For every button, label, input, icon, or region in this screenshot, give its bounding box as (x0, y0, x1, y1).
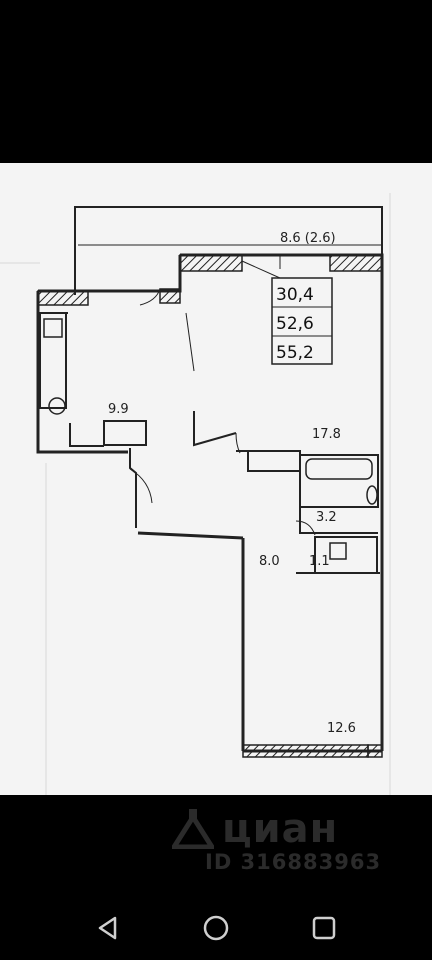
bath-area-label: 3.2 (316, 510, 337, 525)
area-total: 52,6 (276, 314, 314, 334)
bedroom-area-label: 12.6 (327, 721, 356, 736)
floor-plan-drawing: 30,4 52,6 55,2 8.6 (2.6) 9.9 17.8 3.2 8.… (0, 193, 391, 795)
washbasin-icon (366, 485, 378, 505)
area-with-balcony: 55,2 (276, 343, 314, 363)
wall-hatching (37, 254, 383, 758)
home-icon (203, 915, 229, 941)
cian-brand-text: циан (222, 806, 339, 852)
cian-logo: циан (172, 806, 338, 852)
back-button[interactable] (92, 913, 124, 943)
wc-area-label: 1.1 (309, 554, 330, 569)
paper-guides (0, 193, 391, 795)
exterior-walls (36, 253, 384, 753)
floor-plan-image: 30,4 52,6 55,2 8.6 (2.6) 9.9 17.8 3.2 8.… (0, 163, 432, 795)
living-area-label: 17.8 (312, 427, 341, 442)
recents-icon (312, 916, 336, 940)
stove-icon (43, 318, 63, 338)
hall-area-label: 8.0 (259, 554, 280, 569)
fixtures (43, 318, 378, 560)
back-icon (98, 916, 117, 940)
cian-house-icon (172, 809, 214, 849)
balcony-area-label: 8.6 (2.6) (280, 231, 336, 246)
bathtub-icon (305, 458, 373, 480)
android-navbar (0, 895, 432, 960)
recents-button[interactable] (308, 913, 340, 943)
area-living: 30,4 (276, 285, 314, 305)
balcony (74, 206, 383, 295)
toilet-icon (329, 542, 347, 560)
home-button[interactable] (200, 913, 232, 943)
kitchen-area-label: 9.9 (108, 402, 129, 417)
door-swings (129, 288, 316, 536)
sink-icon (48, 397, 66, 415)
interior-walls (39, 312, 380, 574)
listing-id: ID 316883963 (205, 850, 382, 874)
area-box: 30,4 52,6 55,2 (241, 255, 333, 365)
watermark-area (0, 795, 432, 895)
